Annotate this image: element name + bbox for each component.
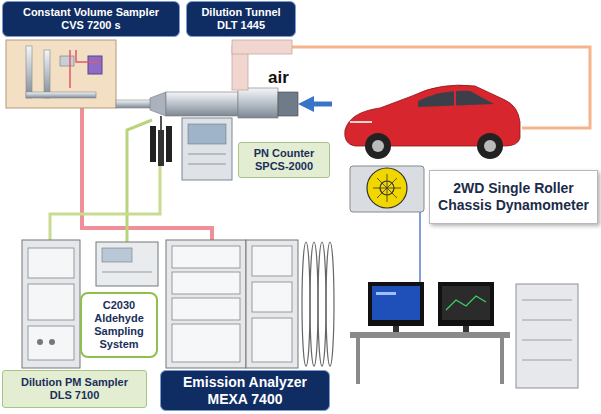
signal-line xyxy=(419,212,421,284)
device-label: PN CounterSPCS-2000 xyxy=(238,142,330,178)
analyzer-racks xyxy=(166,240,334,368)
label-text: Dilution Tunnel xyxy=(201,6,280,19)
device-label: C2030 Aldehyde Sampling System xyxy=(80,292,158,358)
label-text: 2WD Single Roller xyxy=(453,180,574,197)
title-box: Dilution TunnelDLT 1445 xyxy=(186,1,296,37)
flow-label: air xyxy=(268,68,289,88)
label-text: C2030 Aldehyde Sampling System xyxy=(86,299,152,351)
device-label: Dilution PM SamplerDLS 7100 xyxy=(2,370,147,408)
cvs-unit xyxy=(6,40,116,108)
title-box: Emission AnalyzerMEXA 7400 xyxy=(160,370,330,411)
label-text: Emission Analyzer xyxy=(183,374,307,391)
control-computers xyxy=(350,282,578,388)
aldehyde-sampler xyxy=(96,242,158,286)
pn-counter-device xyxy=(182,118,232,180)
device-label: 2WD Single RollerChassis Dynamometer xyxy=(429,170,598,224)
label-text: PN Counter xyxy=(254,147,315,160)
label-text: Constant Volume Sampler xyxy=(23,6,159,19)
dilution-tunnel xyxy=(116,40,332,118)
roller-dynamometer xyxy=(350,166,424,212)
sample-line xyxy=(50,166,160,240)
car-figure xyxy=(345,85,520,159)
label-text: DLS 7100 xyxy=(50,389,100,402)
label-text: Dilution PM Sampler xyxy=(21,376,128,389)
title-box: Constant Volume SamplerCVS 7200 s xyxy=(2,1,180,37)
label-text: DLT 1445 xyxy=(217,19,265,32)
label-text: MEXA 7400 xyxy=(208,391,283,408)
label-text: SPCS-2000 xyxy=(255,160,313,173)
sample-line xyxy=(127,120,152,242)
label-text: Chassis Dynamometer xyxy=(438,197,589,214)
label-text: CVS 7200 s xyxy=(61,19,120,32)
pm-sampler-rack xyxy=(22,240,80,368)
pm-filter-holders xyxy=(150,116,172,166)
